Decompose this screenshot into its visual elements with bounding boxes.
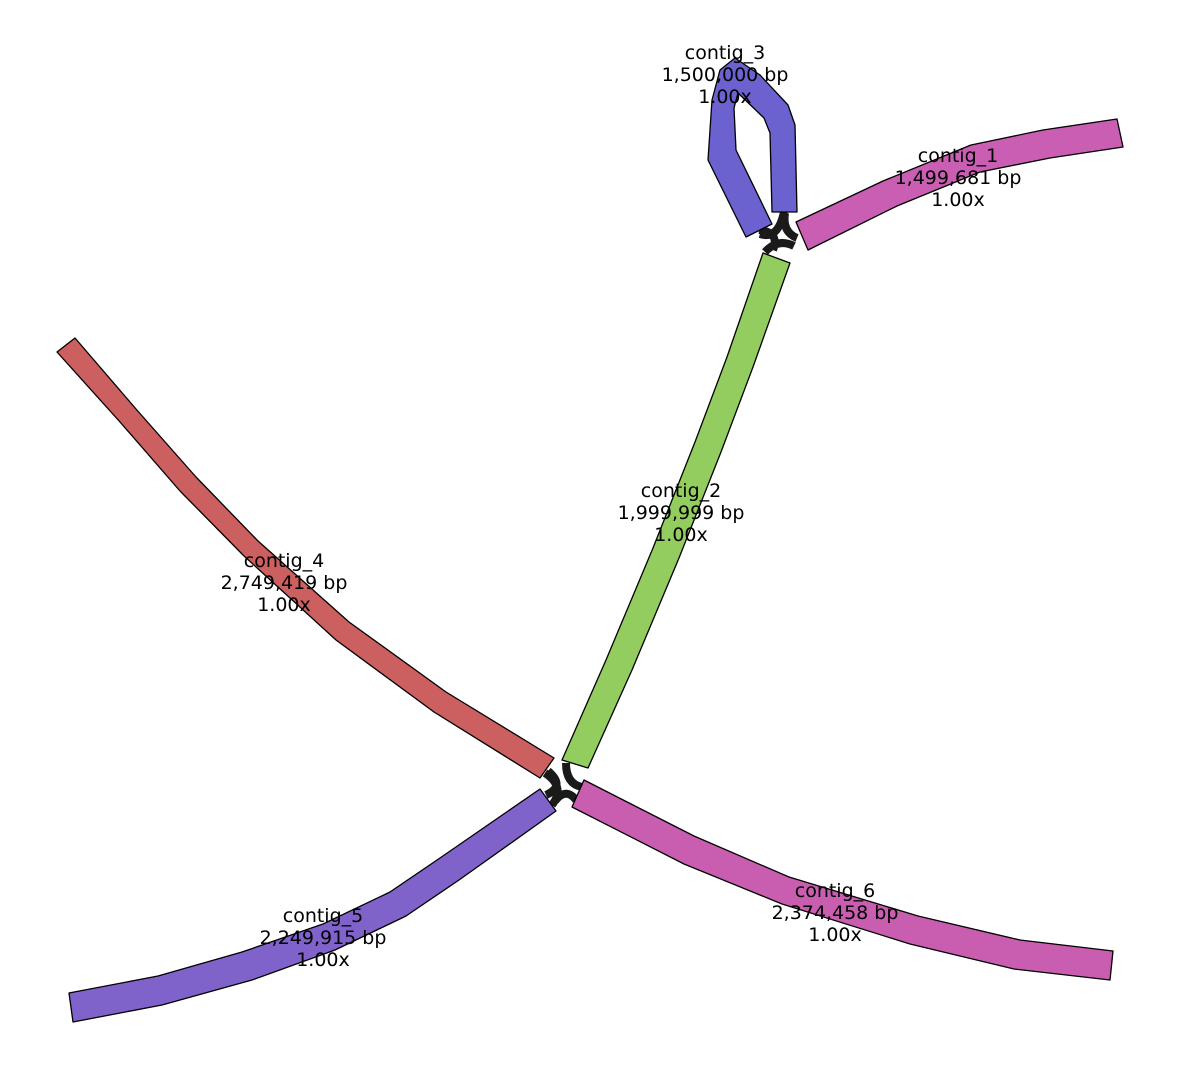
contig-5-segment[interactable] (68, 788, 557, 1023)
contig-4-segment[interactable] (56, 337, 555, 779)
contig-2-segment[interactable] (561, 252, 791, 769)
junction-lower (542, 762, 584, 808)
contig-6-segment[interactable] (571, 779, 1114, 981)
contig-1-segment[interactable] (795, 118, 1124, 251)
contig-3-segment[interactable] (707, 57, 798, 238)
junction-upper (758, 211, 799, 255)
